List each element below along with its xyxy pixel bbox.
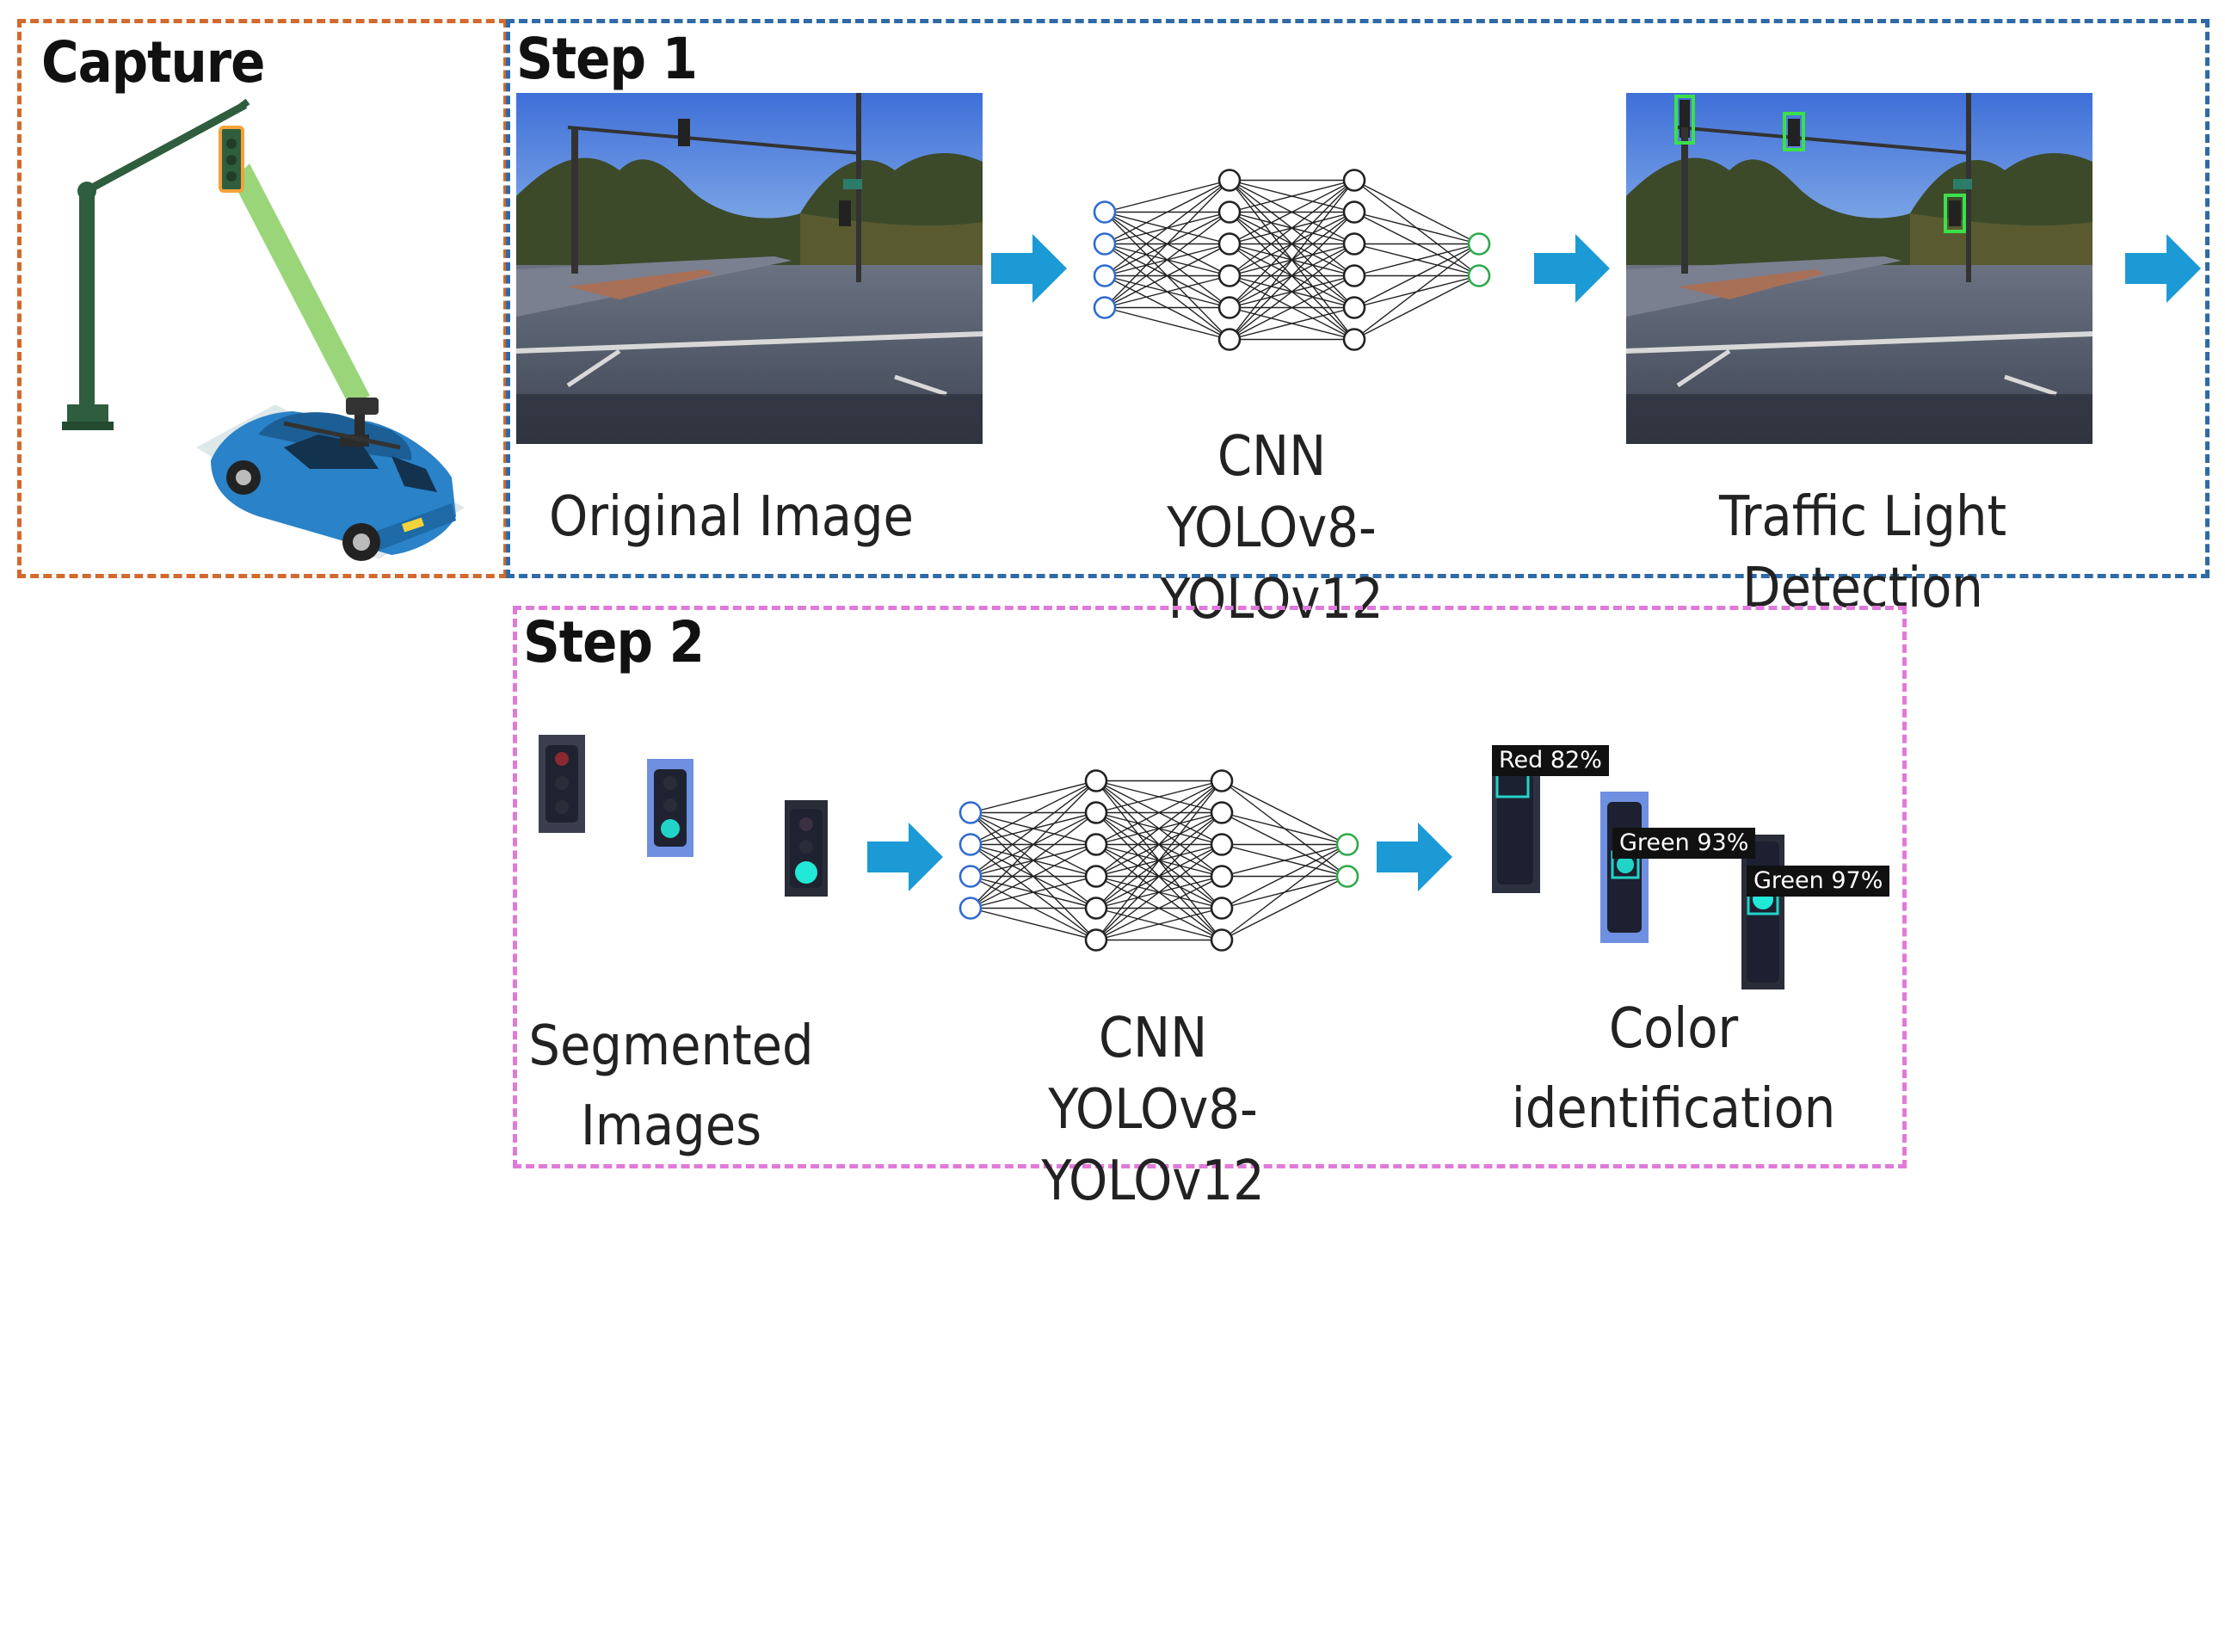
color-caption-line1: Color <box>1608 997 1739 1061</box>
color-identification-caption: Color identification <box>1480 989 1867 1150</box>
step2-panel <box>513 606 1907 1168</box>
roof-rack <box>283 421 401 450</box>
original-street-image <box>516 93 983 444</box>
arrow-right-icon <box>2125 234 2201 303</box>
original-image-caption: Original Image <box>549 485 914 549</box>
capture-title: Capture <box>41 29 265 96</box>
detection-box <box>1944 194 1966 233</box>
arrow-right-icon <box>1534 234 1610 303</box>
traffic-light-lamp <box>226 155 237 165</box>
detection-box <box>1674 95 1695 145</box>
car-wheel-hub <box>353 533 370 551</box>
detection-label-green-1: Green 93% <box>1612 828 1756 860</box>
car-plate <box>402 517 424 533</box>
identified-light-red <box>1492 766 1540 893</box>
segmented-caption: Segmented Images <box>516 1007 826 1167</box>
pole-arm <box>83 102 248 194</box>
step2-cnn-label: CNN <box>1098 1007 1208 1070</box>
step2-cnn-model-range: YOLOv8-YOLOv12 <box>1041 1078 1265 1214</box>
segmented-light-red <box>539 735 585 833</box>
detection-label-green-2: Green 97% <box>1747 866 1890 897</box>
arrow-right-icon <box>867 823 943 891</box>
step1-cnn-label: CNN <box>1217 425 1327 489</box>
camera-beam <box>232 163 370 404</box>
pole-base-plate <box>62 422 114 430</box>
traffic-light-lamp <box>226 139 237 149</box>
traffic-light-detection-image <box>1626 93 2092 444</box>
detection-box <box>1783 112 1805 151</box>
car-wheel-hub <box>236 470 251 485</box>
color-caption-line2: identification <box>1511 1076 1836 1141</box>
arrow-right-icon <box>1377 823 1452 891</box>
car-rear-window <box>391 456 437 492</box>
segmented-caption-line2: Images <box>580 1094 762 1158</box>
identified-light-green <box>1600 792 1649 943</box>
street-scene-detected <box>1626 93 2092 444</box>
capture-illustration <box>62 98 465 561</box>
street-scene <box>516 93 983 444</box>
segmented-caption-line1: Segmented <box>528 1014 814 1078</box>
step1-cnn-model-range: YOLOv8-YOLOv12 <box>1160 496 1384 632</box>
arrow-right-icon <box>991 234 1067 303</box>
detection-caption: Traffic Light Detection <box>1719 485 2006 621</box>
segmented-light-green <box>785 800 828 897</box>
detection-label-red: Red 82% <box>1492 745 1609 777</box>
step2-cnn-caption: CNN YOLOv8-YOLOv12 <box>942 1003 1364 1218</box>
segmented-images <box>539 735 828 897</box>
roof-camera-icon <box>346 398 379 415</box>
step1-title: Step 1 <box>516 26 698 92</box>
step2-title: Step 2 <box>523 609 705 675</box>
pole-arm-tip <box>238 98 250 110</box>
step1-cnn-caption: CNN YOLOv8-YOLOv12 <box>1065 422 1478 637</box>
traffic-light-lamp <box>226 171 237 182</box>
capture-panel <box>17 19 508 578</box>
segmented-light-green <box>647 759 693 857</box>
pole-post <box>79 189 95 413</box>
step1-panel <box>506 19 2210 578</box>
